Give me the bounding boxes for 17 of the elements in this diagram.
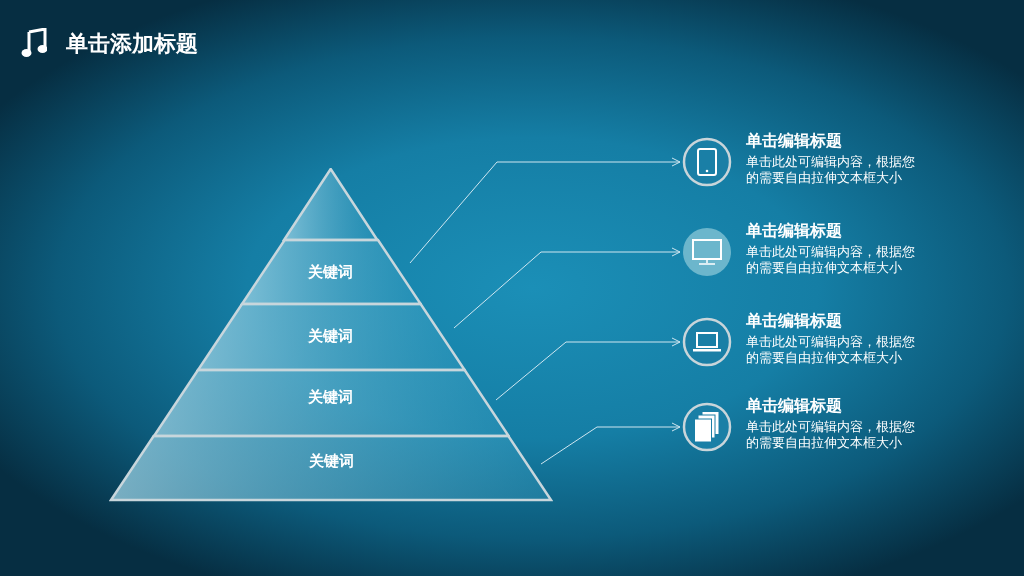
leader-arrow — [453, 247, 681, 329]
layer-label: 关键词 — [307, 263, 355, 282]
item-description: 单击此处可编辑内容，根据您的需要自由拉伸文本框大小 — [746, 419, 916, 451]
item-heading: 单击编辑标题 — [746, 396, 842, 417]
item-heading: 单击编辑标题 — [746, 221, 842, 242]
item-description: 单击此处可编辑内容，根据您的需要自由拉伸文本框大小 — [746, 244, 916, 276]
leader-arrow — [540, 422, 681, 465]
layer-label: 关键词 — [307, 452, 355, 471]
item-heading: 单击编辑标题 — [746, 131, 842, 152]
layer-label: 关键词 — [307, 388, 355, 407]
item-description: 单击此处可编辑内容，根据您的需要自由拉伸文本框大小 — [746, 154, 916, 186]
layer-label: 关键词 — [307, 327, 355, 346]
item-description: 单击此处可编辑内容，根据您的需要自由拉伸文本框大小 — [746, 334, 916, 366]
item-heading: 单击编辑标题 — [746, 311, 842, 332]
leader-arrow — [409, 157, 681, 264]
page-title: 单击添加标题 — [66, 30, 198, 58]
leader-arrow — [495, 337, 681, 401]
